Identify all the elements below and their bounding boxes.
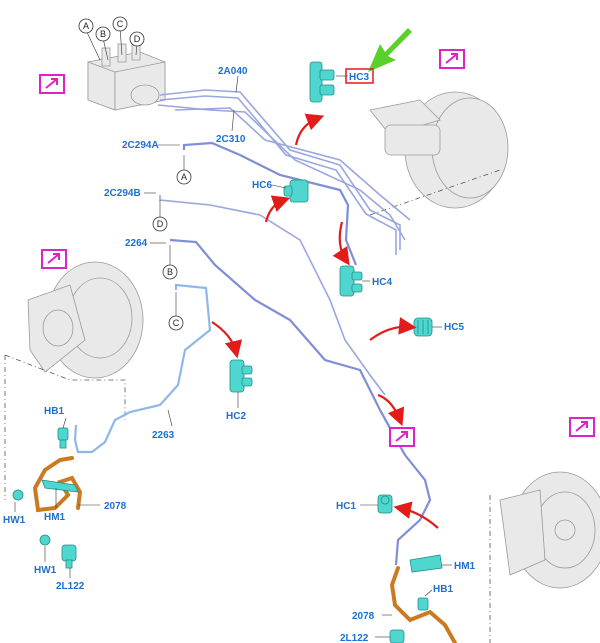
label-hc2: HC2 (226, 411, 246, 422)
callout-d-top: D (134, 34, 141, 44)
callout-d-line: D (157, 219, 164, 229)
clip-hc3 (309, 61, 335, 103)
label-2263: 2263 (152, 430, 175, 441)
callout-b-top: B (100, 29, 106, 39)
label-2264: 2264 (125, 238, 148, 249)
label-hm1-left: HM1 (44, 512, 66, 523)
label-2078-left: 2078 (104, 501, 127, 512)
label-2078-right: 2078 (352, 611, 375, 622)
washer-hw1-left (12, 489, 51, 546)
label-2l122-left: 2L122 (56, 581, 85, 592)
external-link-arrow-icon-booster[interactable] (439, 49, 465, 69)
external-link-arrow-icon-abs[interactable] (39, 74, 65, 94)
clip-hc6 (283, 179, 309, 203)
label-hc4: HC4 (372, 277, 392, 288)
label-hb1-left: HB1 (44, 406, 64, 417)
label-2a040: 2A040 (218, 66, 248, 77)
label-hc1: HC1 (336, 501, 356, 512)
right-brake-hose (389, 566, 457, 643)
callout-a-top: A (83, 21, 89, 31)
label-2c294a: 2C294A (122, 140, 159, 151)
left-brake-hose (32, 456, 83, 513)
left-brake-assembly (4, 261, 144, 500)
callout-circles-top: A B C D (78, 16, 145, 61)
clip-hc4 (339, 265, 363, 297)
label-leaders (14, 75, 452, 638)
external-link-arrow-icon-right-brake[interactable] (569, 417, 595, 437)
fitting-2l122-right (389, 629, 405, 643)
external-link-arrow-icon-center[interactable] (389, 427, 415, 447)
label-2l122-right: 2L122 (340, 633, 369, 643)
fitting-2l122-left (61, 544, 77, 569)
label-hc3: HC3 (349, 72, 369, 83)
bolt-hb1-left (57, 427, 69, 449)
hc3-highlight-box (345, 68, 374, 84)
label-hw1-b: HW1 (34, 565, 57, 576)
callout-c-top: C (117, 19, 124, 29)
callout-circles-lines: A D B C (152, 155, 192, 331)
external-link-arrow-icon-left-brake[interactable] (41, 249, 67, 269)
label-2c294b: 2C294B (104, 188, 141, 199)
green-arrow-icon (368, 28, 412, 72)
callout-b-line: B (167, 267, 173, 277)
label-hc6: HC6 (252, 180, 272, 191)
abs-module (87, 41, 166, 111)
right-brake-assembly (489, 471, 600, 643)
bracket-hm1-right (409, 554, 443, 573)
clip-hc1 (377, 494, 393, 514)
red-arrows (211, 113, 439, 529)
bracket-hm1-left (41, 479, 79, 493)
callout-c-line: C (173, 318, 180, 328)
label-hb1-right: HB1 (433, 584, 453, 595)
clip-hc5 (413, 317, 433, 337)
label-hw1-a: HW1 (3, 515, 26, 526)
label-hm1-right: HM1 (454, 561, 476, 572)
callout-a-line: A (181, 172, 187, 182)
label-2c310: 2C310 (216, 134, 246, 145)
label-hc5: HC5 (444, 322, 464, 333)
bolt-hb1-right (417, 597, 429, 611)
clip-hc2 (229, 359, 253, 393)
brake-booster (369, 91, 509, 216)
